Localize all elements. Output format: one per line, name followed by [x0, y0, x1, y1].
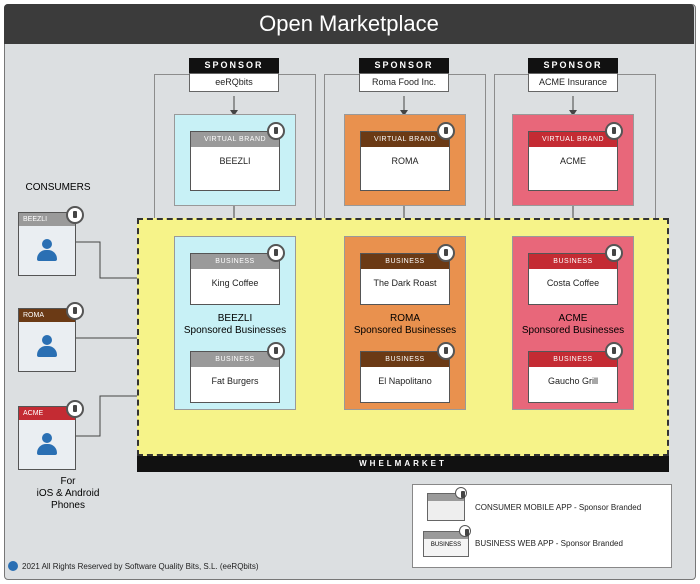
web-app-icon: [437, 342, 455, 360]
person-icon: [35, 239, 59, 263]
business-group-caption: ROMA: [390, 313, 420, 324]
phone-brand-tag: BEEZLI: [19, 213, 75, 226]
sponsor-box-acme: SPONSOR ACME Insurance: [528, 58, 618, 92]
sponsor-header: SPONSOR: [528, 58, 618, 73]
business-name: Costa Coffee: [546, 278, 600, 288]
virtual-brand-name: ROMA: [391, 156, 419, 166]
business-card: BUSINESS The Dark Roast: [360, 253, 450, 305]
diagram-title: Open Marketplace: [4, 4, 694, 44]
sponsor-header: SPONSOR: [359, 58, 449, 73]
consumers-note-line: For: [60, 476, 76, 487]
virtual-brand-panel-beezli: VIRTUAL BRAND BEEZLI: [174, 114, 296, 206]
sponsor-name: ACME Insurance: [528, 73, 618, 92]
virtual-brand-panel-roma: VIRTUAL BRAND ROMA: [344, 114, 466, 206]
business-name: Fat Burgers: [211, 376, 259, 386]
business-tag: BUSINESS: [529, 254, 617, 269]
web-app-icon: [605, 342, 623, 360]
virtual-brand-name: ACME: [559, 156, 586, 166]
virtual-brand-card: VIRTUAL BRAND ACME: [528, 131, 618, 191]
web-app-icon: [267, 244, 285, 262]
business-name: El Napolitano: [378, 376, 432, 386]
business-name: King Coffee: [211, 278, 259, 288]
business-card: BUSINESS El Napolitano: [360, 351, 450, 403]
business-group-caption: Sponsored Businesses: [521, 325, 625, 336]
consumers-note-line: iOS & Android: [36, 488, 100, 499]
consumer-phone-roma: ROMA: [18, 308, 76, 372]
sponsor-box-beezli: SPONSOR eeRQbits: [189, 58, 279, 92]
virtual-brand-tag: VIRTUAL BRAND: [529, 132, 617, 147]
legend: CONSUMER MOBILE APP - Sponsor Branded BU…: [412, 484, 672, 568]
footer-copyright: 2021 All Rights Reserved by Software Qua…: [22, 562, 259, 571]
business-group-caption: BEEZLI: [217, 313, 253, 324]
virtual-brand-card: VIRTUAL BRAND ROMA: [360, 131, 450, 191]
business-group-beezli: BUSINESS King Coffee BEEZLI Sponsored Bu…: [174, 236, 296, 410]
mobile-app-icon: [437, 122, 455, 140]
legend-mobile-text: CONSUMER MOBILE APP - Sponsor Branded: [475, 503, 642, 512]
virtual-brand-card: VIRTUAL BRAND BEEZLI: [190, 131, 280, 191]
business-name: The Dark Roast: [373, 278, 437, 288]
legend-web-tag: BUSINESS: [430, 542, 462, 548]
business-card: BUSINESS Fat Burgers: [190, 351, 280, 403]
consumers-note-line: Phones: [51, 500, 85, 511]
sponsor-box-roma: SPONSOR Roma Food Inc.: [359, 58, 449, 92]
business-name: Gaucho Grill: [547, 376, 599, 386]
web-app-icon: [605, 244, 623, 262]
business-tag: BUSINESS: [529, 352, 617, 367]
business-tag: BUSINESS: [191, 254, 279, 269]
business-tag: BUSINESS: [361, 352, 449, 367]
legend-web-text: BUSINESS WEB APP - Sponsor Branded: [475, 539, 623, 548]
sponsor-name: Roma Food Inc.: [359, 73, 449, 92]
business-group-caption: ACME: [558, 313, 588, 324]
virtual-brand-name: BEEZLI: [219, 156, 251, 166]
web-app-icon: [459, 525, 471, 537]
virtual-brand-tag: VIRTUAL BRAND: [361, 132, 449, 147]
mobile-app-icon: [605, 122, 623, 140]
virtual-brand-tag: VIRTUAL BRAND: [191, 132, 279, 147]
person-icon: [35, 433, 59, 457]
consumers-heading: CONSUMERS: [25, 182, 91, 193]
business-card: BUSINESS Gaucho Grill: [528, 351, 618, 403]
mobile-app-icon: [66, 302, 84, 320]
consumer-phone-acme: ACME: [18, 406, 76, 470]
mobile-app-icon: [66, 206, 84, 224]
business-card: BUSINESS Costa Coffee: [528, 253, 618, 305]
phone-brand-tag: ROMA: [19, 309, 75, 322]
business-tag: BUSINESS: [361, 254, 449, 269]
business-tag: BUSINESS: [191, 352, 279, 367]
virtual-brand-panel-acme: VIRTUAL BRAND ACME: [512, 114, 634, 206]
platform-band: WHELMARKET: [137, 456, 669, 472]
business-card: BUSINESS King Coffee: [190, 253, 280, 305]
mobile-app-icon: [267, 122, 285, 140]
business-group-caption: Sponsored Businesses: [183, 325, 287, 336]
mobile-app-icon: [66, 400, 84, 418]
mobile-app-icon: [455, 487, 467, 499]
business-group-roma: BUSINESS The Dark Roast ROMA Sponsored B…: [344, 236, 466, 410]
consumers-note: For iOS & Android Phones: [18, 476, 118, 512]
business-group-caption: Sponsored Businesses: [353, 325, 457, 336]
web-app-icon: [267, 342, 285, 360]
sponsor-header: SPONSOR: [189, 58, 279, 73]
web-app-icon: [437, 244, 455, 262]
person-icon: [35, 335, 59, 359]
phone-brand-tag: ACME: [19, 407, 75, 420]
sponsor-name: eeRQbits: [189, 73, 279, 92]
copyright-icon: [8, 561, 18, 571]
business-group-acme: BUSINESS Costa Coffee ACME Sponsored Bus…: [512, 236, 634, 410]
consumer-phone-beezli: BEEZLI: [18, 212, 76, 276]
